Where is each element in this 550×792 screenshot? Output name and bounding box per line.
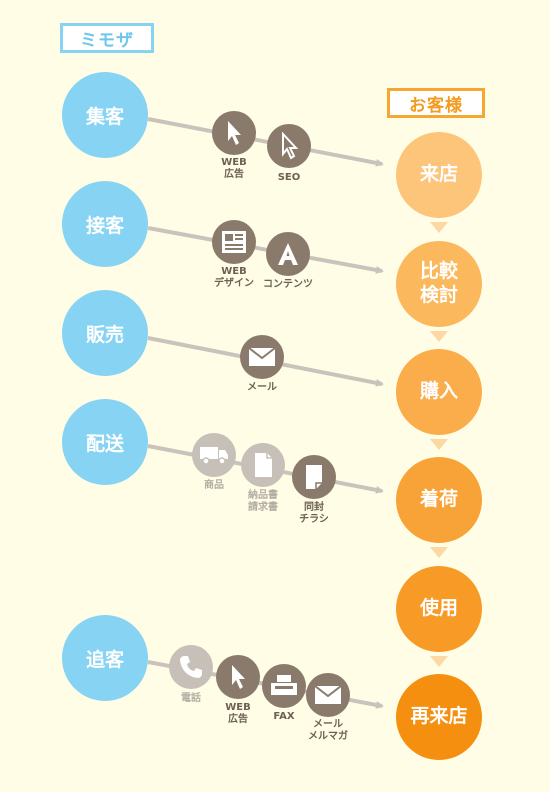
icon-label: 納品書 請求書 (248, 490, 278, 513)
connector-line (147, 117, 384, 167)
stage-delivery: 配送 (62, 399, 148, 485)
customer-header: お客様 (387, 88, 485, 118)
company-header: ミモザ (60, 23, 154, 53)
icon-label: FAX (273, 711, 295, 722)
icon-label: 電話 (181, 693, 201, 704)
connector-line (147, 226, 384, 274)
stage-use: 使用 (396, 566, 482, 652)
flow-arrow-down (430, 547, 448, 558)
phone-icon (169, 645, 213, 689)
flow-arrow-down (430, 656, 448, 667)
envelope-icon (306, 673, 350, 717)
flow-arrow-down (430, 439, 448, 450)
document-icon (241, 443, 285, 487)
stage-visit: 来店 (396, 132, 482, 218)
cursor-outline-icon (267, 124, 311, 168)
envelope-icon (240, 335, 284, 379)
icon-label: コンテンツ (263, 279, 313, 290)
cursor-icon (212, 111, 256, 155)
icon-label: メール メルマガ (308, 719, 348, 742)
letter-a-icon (266, 232, 310, 276)
stage-service: 接客 (62, 181, 148, 267)
stage-arrival: 着荷 (396, 457, 482, 543)
cursor-icon (216, 655, 260, 699)
truck-icon (192, 433, 236, 477)
icon-label: 同封 チラシ (299, 502, 329, 525)
stage-follow-up: 追客 (62, 615, 148, 701)
flow-arrow-down (430, 222, 448, 233)
icon-label: WEB 広告 (221, 157, 247, 180)
stage-purchase: 購入 (396, 349, 482, 435)
flow-arrow-down (430, 331, 448, 342)
icon-label: WEB デザイン (214, 266, 254, 289)
flyer-icon (292, 455, 336, 499)
icon-label: メール (247, 382, 277, 393)
stage-compare: 比較 検討 (396, 241, 482, 327)
icon-label: SEO (277, 172, 301, 183)
layout-icon (212, 220, 256, 264)
stage-sales: 販売 (62, 290, 148, 376)
icon-label: WEB 広告 (225, 702, 251, 725)
stage-attract: 集客 (62, 72, 148, 158)
fax-icon (262, 664, 306, 708)
stage-revisit: 再来店 (396, 674, 482, 760)
icon-label: 商品 (204, 480, 224, 491)
